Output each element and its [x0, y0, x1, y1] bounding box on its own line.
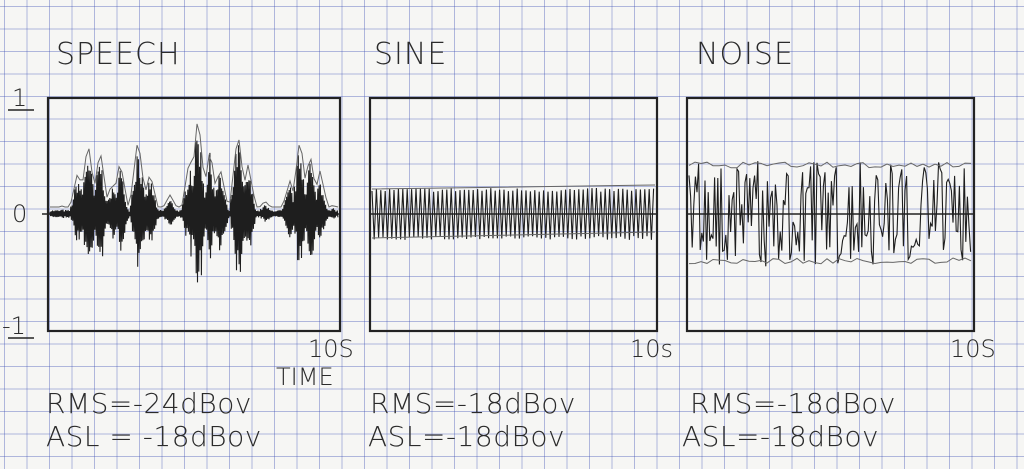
- time-end-label-sine: 10s: [630, 335, 673, 363]
- panel-speech: SPEECH 10S TIME RMS=-24dBov ASL = -18dBo…: [42, 37, 354, 453]
- panel-noise: NOISE 10S RMS=-18dBov ASL=-18dBov: [682, 37, 996, 453]
- envelope-noise: [688, 161, 972, 265]
- asl-value-sine: ASL=-18dBov: [368, 420, 565, 453]
- asl-value-speech: ASL = -18dBov: [46, 420, 262, 453]
- rms-value-noise: RMS=-18dBov: [690, 387, 896, 420]
- waveform-noise: [688, 161, 972, 267]
- asl-value-noise: ASL=-18dBov: [682, 420, 879, 453]
- time-end-label-noise: 10S: [950, 335, 996, 363]
- time-end-label-speech: 10S: [308, 335, 354, 363]
- panel-title-sine: SINE: [374, 37, 447, 72]
- panel-title-noise: NOISE: [696, 37, 794, 72]
- y-axis-label-bottom: -1: [2, 312, 26, 340]
- rms-value-sine: RMS=-18dBov: [370, 387, 576, 420]
- panel-sine: SINE 10s RMS=-18dBov ASL=-18dBov: [368, 37, 673, 453]
- rms-value-speech: RMS=-24dBov: [46, 387, 252, 420]
- envelope-speech: [50, 123, 339, 208]
- y-axis-label-top: 1: [12, 84, 27, 112]
- time-axis-label: TIME: [276, 363, 334, 391]
- panel-title-speech: SPEECH: [56, 37, 181, 72]
- waveform-sine: [371, 187, 655, 240]
- envelope-sine: [371, 184, 656, 239]
- y-axis-label-zero: 0: [12, 200, 27, 228]
- waveform-speech: [49, 140, 339, 283]
